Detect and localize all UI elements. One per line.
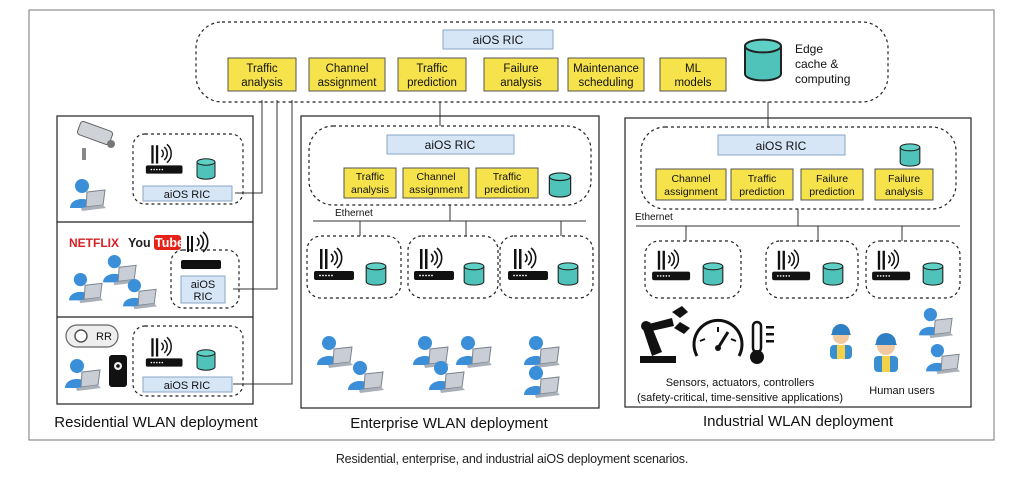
figure-caption: Residential, enterprise, and industrial … [335,452,689,466]
industrial-ap-group [644,240,742,299]
enterprise-ap-group [499,235,594,299]
industrial-function-box [655,168,727,201]
top-function-box [483,57,559,92]
smart-speaker-icon [109,355,127,387]
home1-ric-box [142,185,233,202]
enterprise-ap-group [407,235,499,299]
netflix-logo: NETFLIX [69,236,119,250]
residential-label: Residential WLAN deployment [54,414,258,431]
enterprise-function-box [402,167,470,199]
top-function-box [227,57,297,92]
industrial-ap-group [765,240,859,299]
enterprise-ric-box [386,134,515,155]
home1-ric-group [132,133,244,205]
top-ric-group [195,21,889,103]
top-ric-title: aiOS RIC [473,33,524,47]
rr-label: RR [96,331,112,343]
home3-ric-label: aiOS RIC [164,380,211,392]
database-cylinder-icon [196,158,216,180]
enterprise-label: Enterprise WLAN deployment [350,415,548,432]
database-cylinder-icon [463,262,485,286]
residential-panel [56,115,254,405]
worker-icon [874,333,898,372]
industrial-ap-group [865,240,961,299]
edge-cache-cylinder-icon [743,38,783,82]
robot-vacuum-icon [65,324,119,348]
wifi-arcs-icon [187,231,209,253]
enterprise-function-box [475,167,539,199]
youtube-logo: You Tube [128,235,184,250]
database-cylinder-icon [702,262,724,286]
svg-text:You: You [128,236,151,250]
home1-ric-label: aiOS RIC [164,189,211,201]
industrial-function-box [730,168,794,201]
enterprise-ethernet-label: Ethernet [335,208,373,219]
home3-ric-group [132,325,244,397]
top-ric-box [442,29,554,50]
industrial-label: Industrial WLAN deployment [703,413,894,430]
gauge-icon [692,318,744,357]
top-function-box [308,57,386,92]
svg-text:Tube: Tube [155,236,184,250]
top-function-box [397,57,467,92]
enterprise-ric-title: aiOS RIC [425,138,476,152]
enterprise-ethernet-bus [313,205,586,236]
enterprise-ap-group [306,235,402,299]
enterprise-function-box [343,167,397,199]
database-cylinder-icon [922,262,944,286]
enterprise-panel [300,115,600,409]
database-cylinder-icon [899,143,921,167]
thermometer-icon [750,320,774,364]
home3-ric-box [142,376,233,393]
industrial-function-box [800,168,864,201]
industrial-ric-title: aiOS RIC [756,139,807,153]
database-cylinder-icon [196,349,216,371]
database-cylinder-icon [822,262,844,286]
database-cylinder-icon [557,262,579,286]
router-icon [181,260,221,269]
top-function-box [567,57,645,92]
industrial-ethernet-label: Ethernet [635,212,673,223]
top-function-box [659,57,727,92]
worker-icon [830,324,852,359]
industrial-function-box [874,168,934,201]
sensors-label: Sensors, actuators, controllers(safety-c… [637,377,843,404]
home2-ric-group [170,249,240,309]
security-camera-icon [76,120,115,160]
database-cylinder-icon [548,172,572,198]
human-users-label: Human users [869,385,935,397]
database-cylinder-icon [365,262,387,286]
industrial-panel [624,117,972,408]
industrial-ethernet-bus [636,209,960,241]
industrial-ric-box [717,134,846,156]
home2-ric-box [180,275,226,304]
industrial-ric-group [640,126,957,210]
robot-arm-icon [640,306,690,363]
